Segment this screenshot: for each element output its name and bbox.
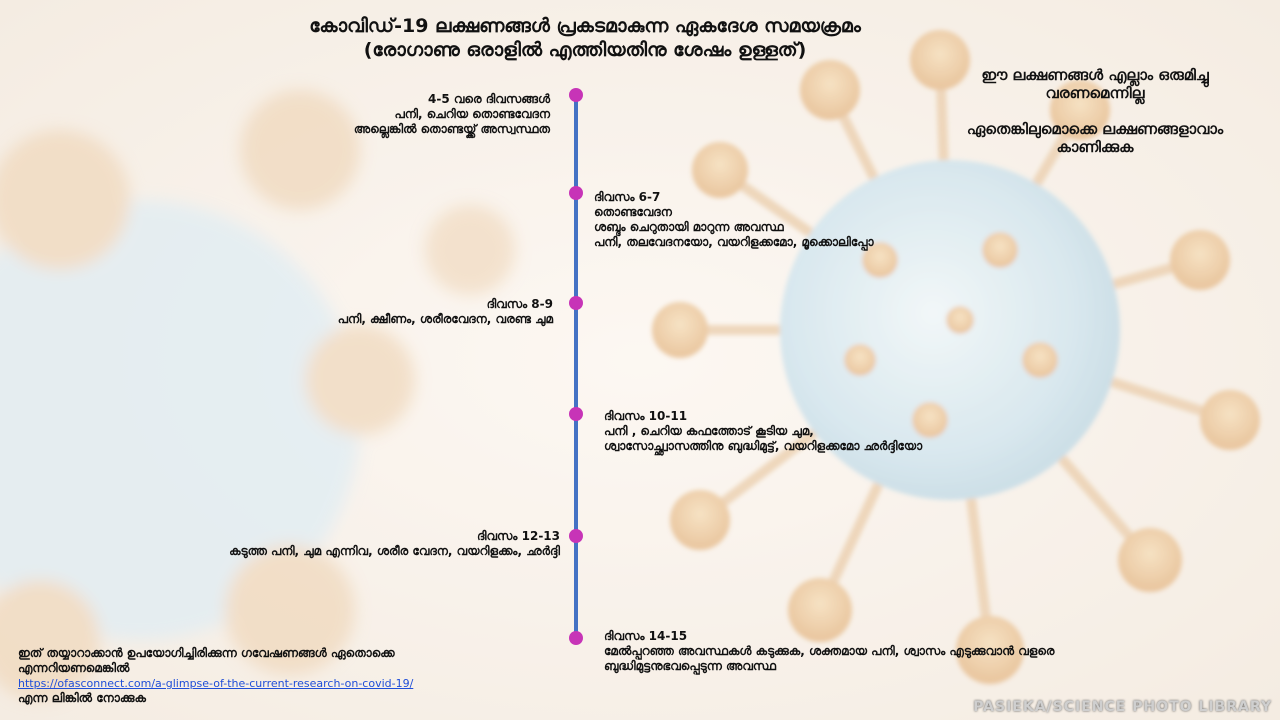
entry-heading: 4-5 വരെ ദിവസങ്ങൾ [428,92,550,106]
timeline-dot [569,88,583,102]
entry-heading: ദിവസം 10-11 [604,409,688,423]
entry-line: പനി, ചെറിയ തൊണ്ടവേദന [394,107,550,121]
footer-line-3: എന്ന ലിങ്കിൽ നോക്കുക [18,691,146,705]
entry-line: ബുദ്ധിമുട്ടനുഭവപ്പെടുന്ന അവസ്ഥ [604,659,777,673]
timeline-line [574,95,578,640]
note-block-2: ഏതെങ്കിലുമൊക്കെ ലക്ഷണങ്ങളാവാം കാണിക്കുക [930,120,1260,156]
timeline-dot [569,296,583,310]
entry-heading: ദിവസം 8-9 [486,297,553,311]
title-line-2: (രോഗാണു ഒരാളിൽ എത്തിയതിനു ശേഷം ഉള്ളത്) [363,39,807,61]
note-line-3: ഏതെങ്കിലുമൊക്കെ ലക്ഷണങ്ങളാവാം [966,120,1224,138]
photo-credit: PASIEKA/SCIENCE PHOTO LIBRARY [973,699,1272,715]
sources-note: ഇത് തയ്യാറാക്കാൻ ഉപയോഗിച്ചിരിക്കുന്ന ഗവേ… [18,646,538,706]
entry-line: മേൽപ്പറഞ്ഞ അവസ്ഥകൾ കടുക്കുക, ശക്തമായ പനി… [604,644,1055,658]
entry-line: പനി, തലവേദനയോ, വയറിളക്കമോ, മൂക്കൊലിപ്പോ [594,235,874,249]
title-line-1: കോവിഡ്-19 ലക്ഷണങ്ങൾ പ്രകടമാകുന്ന ഏകദേശ സ… [309,15,861,37]
entry-line: ശബ്ദം ചെറുതായി മാറുന്ന അവസ്ഥ [594,220,784,234]
timeline-dot [569,631,583,645]
footer-line-1: ഇത് തയ്യാറാക്കാൻ ഉപയോഗിച്ചിരിക്കുന്ന ഗവേ… [18,646,395,660]
timeline-entry-day-10-11: ദിവസം 10-11 പനി , ചെറിയ കഫത്തോട് കൂടിയ ച… [604,409,922,454]
note-line-4: കാണിക്കുക [1056,138,1134,156]
entry-line: കടുത്ത പനി, ചുമ എന്നിവ, ശരീര വേദന, വയറിള… [229,544,560,558]
entry-heading: ദിവസം 14-15 [604,629,688,643]
entry-line: തൊണ്ടവേദന [594,205,672,219]
entry-heading: ദിവസം 6-7 [594,190,661,204]
note-block-1: ഈ ലക്ഷണങ്ങൾ എല്ലാം ഒരുമിച്ചു വരണമെന്നില്… [930,66,1260,102]
footer-line-2: എന്നറിയണമെങ്കിൽ [18,661,130,675]
entry-line: ശ്വാസോച്ഛ്വാസത്തിനു ബുദ്ധിമുട്ട്, വയറിളക… [604,439,923,453]
note-line-2: വരണമെന്നില്ല [1045,84,1145,102]
timeline-dot [569,186,583,200]
entry-line: പനി , ചെറിയ കഫത്തോട് കൂടിയ ചുമ, [604,424,814,438]
timeline-entry-day-6-7: ദിവസം 6-7 തൊണ്ടവേദന ശബ്ദം ചെറുതായി മാറുന… [594,190,874,250]
timeline-entry-day-8-9: ദിവസം 8-9 പനി, ക്ഷീണം, ശരീരവേദന, വരണ്ട ച… [338,297,553,327]
entry-line: പനി, ക്ഷീണം, ശരീരവേദന, വരണ്ട ചുമ [337,312,553,326]
note-line-1: ഈ ലക്ഷണങ്ങൾ എല്ലാം ഒരുമിച്ചു [981,66,1209,84]
entry-heading: ദിവസം 12-13 [476,529,560,543]
timeline-dot [569,529,583,543]
timeline-entry-day-4-5: 4-5 വരെ ദിവസങ്ങൾ പനി, ചെറിയ തൊണ്ടവേദന അല… [354,92,550,137]
research-link[interactable]: https://ofasconnect.com/a-glimpse-of-the… [18,677,414,690]
entry-line: അല്ലെങ്കിൽ തൊണ്ടയ്ക്ക് അസ്വസ്ഥത [353,122,550,136]
timeline-entry-day-14-15: ദിവസം 14-15 മേൽപ്പറഞ്ഞ അവസ്ഥകൾ കടുക്കുക,… [604,629,1055,674]
timeline-entry-day-12-13: ദിവസം 12-13 കടുത്ത പനി, ചുമ എന്നിവ, ശരീര… [229,529,560,559]
page-title: കോവിഡ്-19 ലക്ഷണങ്ങൾ പ്രകടമാകുന്ന ഏകദേശ സ… [200,14,970,62]
timeline-dot [569,407,583,421]
